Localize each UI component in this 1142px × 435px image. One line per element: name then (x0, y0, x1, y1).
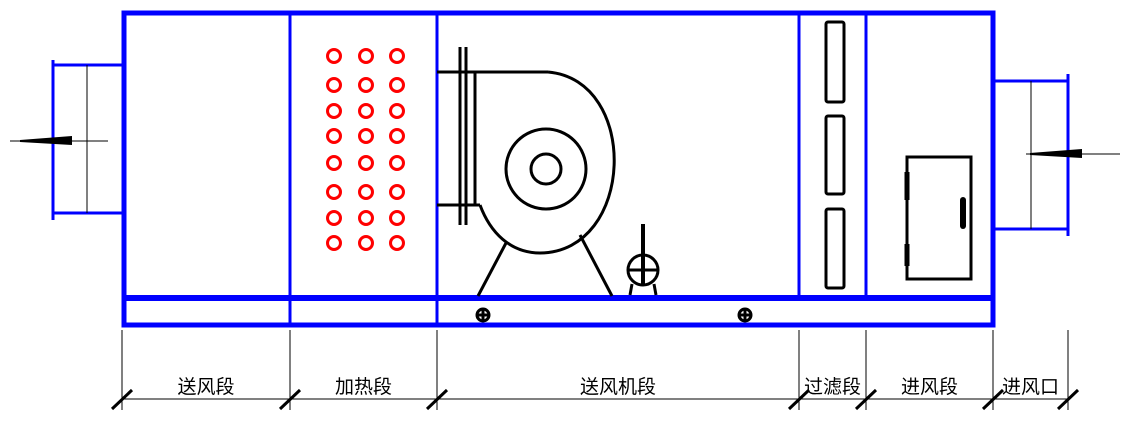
access-door (904, 155, 973, 281)
motor-icon (626, 224, 660, 296)
heating-coil-tubes (326, 48, 405, 251)
dimension-tick (278, 388, 302, 411)
coil-tube-icon (326, 128, 342, 144)
coil-tube-icon (389, 155, 405, 171)
dimension-tick (854, 388, 878, 411)
coil-tube-icon (326, 210, 342, 226)
section-label: 加热段 (335, 376, 392, 398)
coil-tube-icon (326, 103, 342, 119)
dimension-tick (787, 388, 811, 411)
coil-tube-icon (389, 184, 405, 200)
section-label: 进风段 (901, 376, 958, 398)
coil-tube-icon (389, 128, 405, 144)
section-dimension-line (110, 330, 1080, 411)
unit-casing (121, 10, 996, 328)
coil-tube-icon (358, 210, 374, 226)
coil-tube-icon (389, 103, 405, 119)
supply-fan (437, 47, 616, 297)
coil-tube-icon (326, 184, 342, 200)
fan-shaft-icon (529, 152, 563, 186)
section-label: 进风口 (1002, 376, 1059, 398)
coil-tube-icon (358, 128, 374, 144)
fan-impeller-icon (504, 127, 588, 211)
outlet-airflow-arrow-icon (10, 136, 108, 145)
coil-tube-icon (358, 103, 374, 119)
dimension-tick (1056, 388, 1080, 411)
section-label: 送风段 (177, 376, 234, 398)
coil-tube-icon (358, 184, 374, 200)
section-label: 过滤段 (804, 376, 861, 398)
vibration-isolator-icon (475, 307, 753, 323)
coil-tube-icon (326, 155, 342, 171)
dimension-tick (981, 388, 1005, 411)
dimension-tick (425, 388, 449, 411)
inlet-airflow-arrow-icon (1026, 149, 1120, 158)
coil-tube-icon (389, 210, 405, 226)
section-label: 送风机段 (580, 376, 656, 398)
coil-tube-icon (358, 155, 374, 171)
coil-tube-icon (326, 48, 342, 64)
coil-tube-icon (326, 77, 342, 93)
coil-tube-icon (389, 48, 405, 64)
coil-tube-icon (326, 235, 342, 251)
dimension-tick (110, 388, 134, 411)
coil-tube-icon (358, 77, 374, 93)
coil-tube-icon (389, 235, 405, 251)
coil-tube-icon (358, 48, 374, 64)
coil-tube-icon (389, 77, 405, 93)
coil-tube-icon (358, 235, 374, 251)
filter-panels (824, 20, 846, 290)
